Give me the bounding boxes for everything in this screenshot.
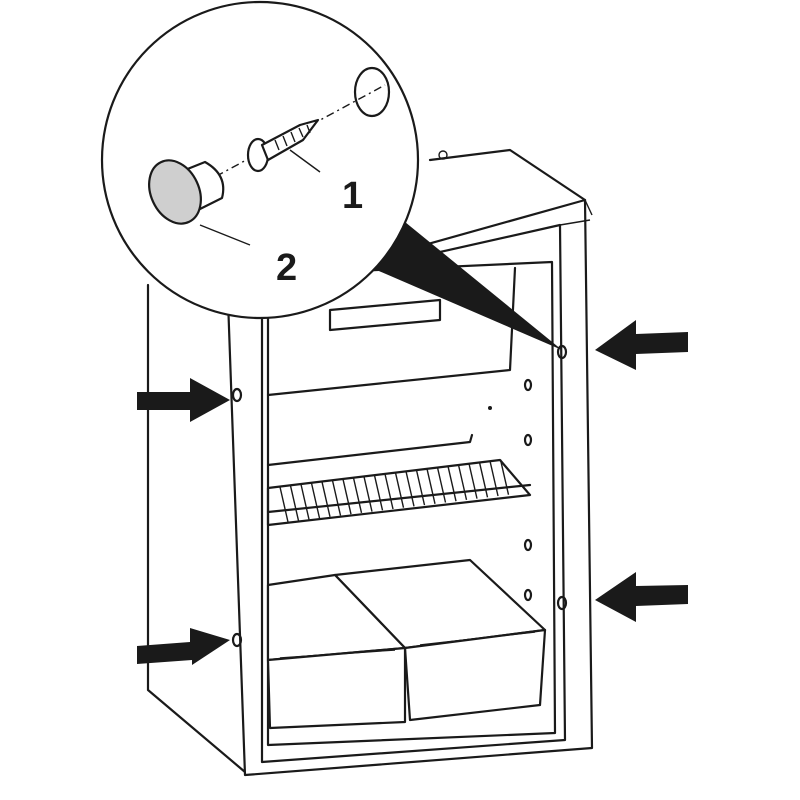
- shelf-wire: [468, 463, 478, 499]
- shelf-wire: [499, 459, 510, 495]
- shelf-wire: [363, 476, 373, 512]
- shelf-wire: [405, 471, 415, 507]
- callout-pointer: [372, 222, 562, 350]
- shelf-wire: [478, 462, 489, 498]
- shelf-wire: [489, 460, 499, 497]
- shelf-wire: [321, 481, 331, 517]
- arrow-left-bottom: [137, 628, 230, 665]
- crisper-drawers: [266, 558, 547, 730]
- shelf-wire: [447, 466, 457, 502]
- hinge-holes: [231, 344, 568, 648]
- shelf-wire: [415, 469, 426, 506]
- wire-shelf: [266, 433, 532, 527]
- shelf-wire: [384, 473, 394, 510]
- label-cover-cap: 2: [276, 247, 297, 289]
- shelf-wire: [331, 480, 342, 516]
- shelf-wire: [352, 477, 363, 514]
- shelf-wire: [279, 486, 289, 523]
- freezer-compartment: [266, 266, 517, 397]
- arrow-right-bottom: [595, 572, 688, 622]
- label-screw: 1: [342, 175, 363, 217]
- detail-magnifier: 1 2: [100, 0, 420, 320]
- screw-icon: [246, 118, 321, 173]
- shelf-wire: [310, 482, 321, 519]
- shelf-wire: [426, 468, 436, 504]
- cover-cap-icon: [148, 159, 251, 246]
- mounting-hole: [353, 66, 391, 118]
- shelf-wire: [457, 464, 468, 501]
- shelf-wire: [300, 484, 310, 520]
- shelf-wire: [342, 479, 352, 515]
- direction-arrows: [137, 320, 688, 665]
- shelf-wire: [394, 472, 405, 508]
- shelf-wire: [436, 467, 447, 503]
- arrow-left-top: [137, 378, 230, 422]
- arrow-right-top: [595, 320, 688, 370]
- shelf-wire: [373, 475, 384, 511]
- shelf-wire: [289, 485, 300, 521]
